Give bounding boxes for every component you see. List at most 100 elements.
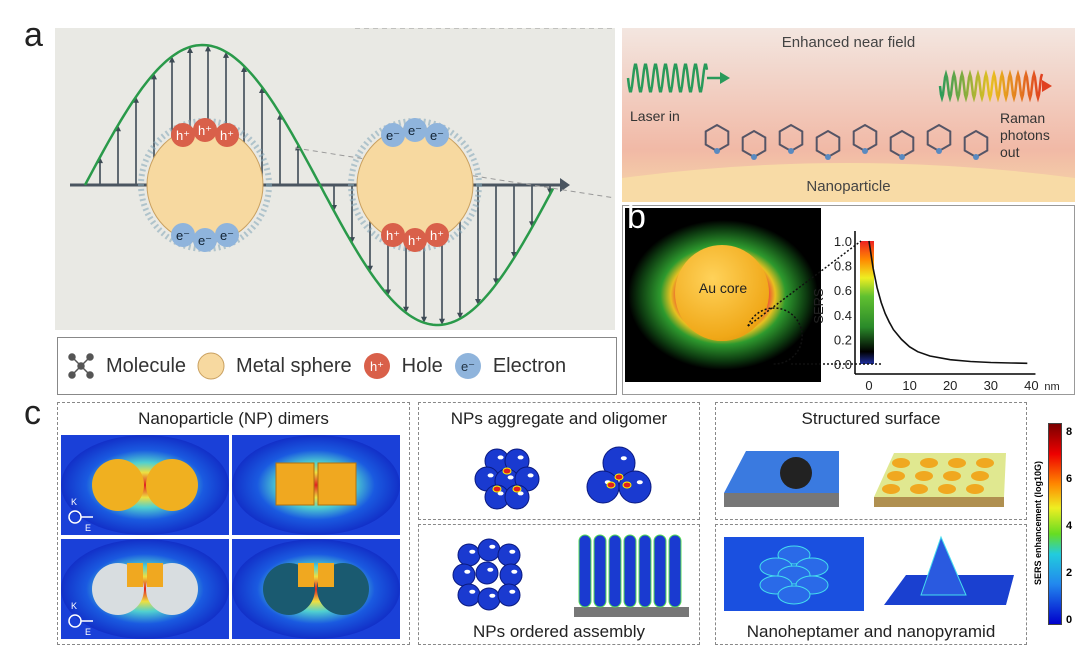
highlight [509,549,516,554]
nanorod [638,534,652,608]
svg-text:h⁺: h⁺ [370,359,384,374]
surface-particle [915,471,933,481]
molecule-ring [741,129,767,159]
colorbar-tick-label: 2 [1066,567,1073,579]
hole-charge [193,118,217,142]
surface-renders [724,451,1006,507]
field-arrowhead [439,318,445,325]
svg-text:e⁻: e⁻ [461,359,475,374]
highlight [469,589,476,594]
panel-a-diagram: h⁺h⁺h⁺e⁻e⁻e⁻e⁻e⁻e⁻h⁺h⁺h⁺ [55,27,616,330]
laser-arrowhead [720,72,730,84]
k-label: K [71,497,77,507]
nanoparticle [477,587,501,611]
sers-decay-curve [868,240,1028,365]
charge-label: h⁺ [198,123,212,138]
surface-particle [920,458,938,468]
zoom-dotted-line [747,240,862,327]
electron-charge [381,123,405,147]
aggregate-renders [474,446,652,510]
atom [714,148,720,154]
shell-cut [127,563,143,587]
nanocube [275,462,315,506]
raman-arrowhead [1042,80,1052,92]
substrate [574,607,689,617]
legend: Molecule Metal sphere h⁺ Hole e⁻ Electro… [57,337,617,395]
raman-label: Raman photons out [1000,110,1050,160]
box-structured-surface: Structured surface [715,402,1027,520]
atom [936,148,942,154]
shell-cut [318,563,334,587]
hole-charge [215,123,239,147]
heptamer-disk [777,585,811,605]
surface-particle [938,484,956,494]
k-label: K [71,601,77,611]
nanosphere [146,459,198,511]
near-field-inset: Enhanced near field Laser in Raman photo… [622,28,1075,202]
field-arrowhead [421,316,427,323]
field-arrowhead [475,298,481,305]
charge-label: h⁺ [430,228,444,243]
field-arrowhead [223,51,229,58]
axis-arrowhead [560,178,570,192]
surface-particle [976,458,994,468]
nanoparticle [457,583,481,607]
hotspot [614,473,624,481]
highlight [487,473,494,478]
metal-sphere-icon [197,352,225,380]
molecule-ring [778,123,804,153]
charge-label: e⁻ [198,233,212,248]
substrate [874,497,1004,507]
nanoparticle [452,563,476,587]
field-arrowhead [367,265,373,272]
highlight [489,593,496,598]
hole-charge [425,223,449,247]
field-arrowhead [493,278,499,285]
field-arrowhead [259,87,265,94]
molecule-ring [963,129,989,159]
charge-label: h⁺ [408,233,422,248]
colorbar-tick-label: 4 [1066,520,1073,532]
nanorod [623,534,637,608]
x-tick-label: 30 [984,378,998,393]
field-map-hotspot [61,435,229,535]
nanoparticle [504,484,530,510]
highlight [527,473,534,478]
x-tick-label: 10 [902,378,916,393]
hole-charge [381,223,405,247]
charge-label: e⁻ [430,128,444,143]
nanoparticle [497,583,521,607]
molecule-ring [889,129,915,159]
substrate [724,493,839,507]
nanoparticle [457,543,481,567]
highlight [489,544,496,549]
highlight [620,456,627,461]
charge-label: e⁻ [176,228,190,243]
metal-sphere [356,126,474,244]
hole-icon: h⁺ [363,353,390,379]
nanorod [593,534,607,608]
cavity [780,457,812,489]
box-title: Structured surface [801,409,941,428]
field-arrowhead [151,73,157,80]
y-tick-label: 0.4 [834,308,852,323]
box-title: NPs aggregate and oligomer [450,409,668,428]
atom [788,148,794,154]
nanorod [668,534,682,608]
atom [973,154,979,160]
y-tick-label: 1.0 [834,234,852,249]
field-map-hotspot [232,435,400,535]
highlight [507,475,514,480]
surface-particle [892,458,910,468]
x-unit-label: nm [1044,381,1059,393]
field-arrowhead [241,65,247,72]
x-tick-label: 0 [865,378,872,393]
colorbar-tick-label: 0 [1066,614,1073,626]
highlight [509,589,516,594]
highlight [497,455,504,460]
surface-particle [887,471,905,481]
molecule-ring [704,123,730,153]
